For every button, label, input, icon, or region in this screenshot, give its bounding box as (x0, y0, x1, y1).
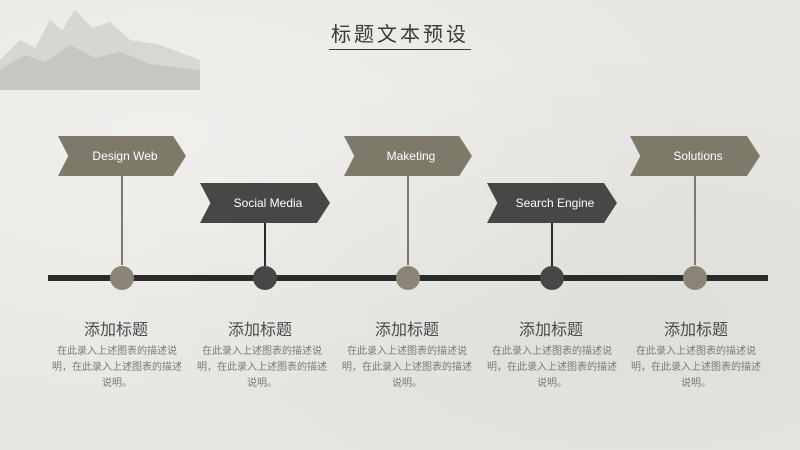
step-1-stem (121, 175, 123, 265)
step-2-stem (264, 222, 266, 266)
step-3-stem (407, 175, 409, 265)
step-2-label: Social Media (233, 196, 303, 210)
step-4-label: Search Engine (515, 196, 595, 210)
step-5-heading: 添加标题 (663, 320, 728, 339)
step-1-node (110, 266, 134, 290)
step-4-description: 在此录入上述图表的描述说明，在此录入上述图表的描述说明。 (487, 346, 617, 389)
step-2-heading: 添加标题 (227, 320, 292, 339)
step-2-description: 在此录入上述图表的描述说明，在此录入上述图表的描述说明。 (197, 346, 327, 389)
step-3-label: Maketing (386, 149, 436, 163)
step-5-stem (694, 175, 696, 265)
step-5-flag: Solutions (630, 136, 760, 176)
step-4-stem (551, 222, 553, 266)
page-title: 标题文本预设 (0, 18, 800, 50)
step-1-label: Design Web (92, 149, 158, 163)
step-2-flag: Social Media (200, 183, 330, 223)
step-5-node (683, 266, 707, 290)
step-1-description: 在此录入上述图表的描述说明，在此录入上述图表的描述说明。 (52, 346, 182, 389)
step-5-label: Solutions (673, 149, 723, 163)
step-4-node (540, 266, 564, 290)
step-3-heading: 添加标题 (374, 320, 439, 339)
step-1-heading: 添加标题 (83, 320, 148, 339)
step-4-heading: 添加标题 (518, 320, 583, 339)
step-5-description: 在此录入上述图表的描述说明，在此录入上述图表的描述说明。 (631, 346, 761, 389)
ink-mountain-decoration (0, 10, 200, 90)
step-3-description: 在此录入上述图表的描述说明，在此录入上述图表的描述说明。 (342, 346, 472, 389)
step-1-flag: Design Web (58, 136, 186, 176)
step-3-flag: Maketing (344, 136, 472, 176)
step-3-node (396, 266, 420, 290)
step-4-flag: Search Engine (487, 183, 617, 223)
step-2-node (253, 266, 277, 290)
